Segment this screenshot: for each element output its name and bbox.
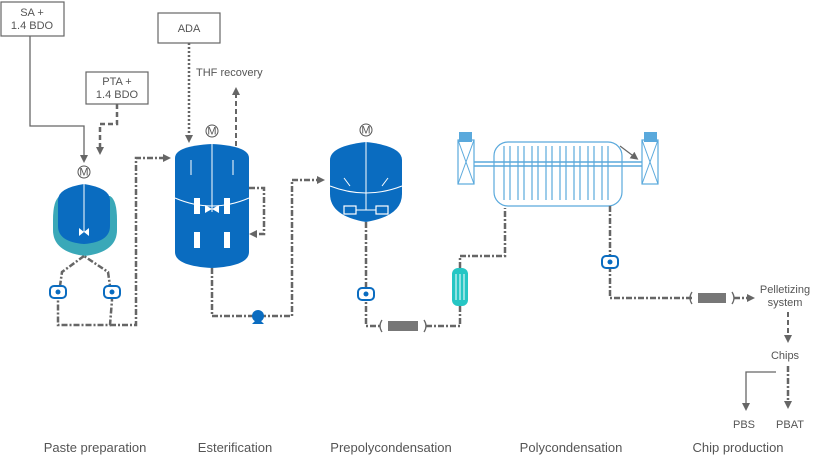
pta-feed-line bbox=[96, 104, 119, 155]
pbs-label: PBS bbox=[733, 419, 755, 431]
poly-valve-icon bbox=[601, 255, 619, 269]
pump-icon bbox=[252, 310, 264, 324]
pelletizing-system-label: system bbox=[768, 297, 803, 309]
sa-feed-line bbox=[29, 36, 88, 163]
heat-exchanger bbox=[452, 268, 468, 306]
stage-esterification: Esterification bbox=[198, 440, 272, 455]
prepoly-valve-icon bbox=[357, 287, 375, 301]
chips-to-pbs-line bbox=[742, 371, 776, 411]
input-ada-label: ADA bbox=[178, 23, 201, 35]
paste-recirculation-line bbox=[56, 254, 114, 327]
stage-polycondensation: Polycondensation bbox=[520, 440, 623, 455]
heatexchanger-to-poly-line bbox=[458, 208, 507, 268]
poly-out-line bbox=[608, 206, 692, 300]
input-sa-bdo-label: 1.4 BDO bbox=[11, 20, 54, 32]
ester-motor-icon bbox=[205, 124, 219, 138]
prepoly-out-line bbox=[364, 222, 382, 328]
paste-to-ester-line bbox=[110, 154, 171, 327]
pelletizing-label: Pelletizing bbox=[760, 284, 810, 296]
thf-recovery-label: THF recovery bbox=[196, 67, 263, 79]
input-pta-bdo-label: 1.4 BDO bbox=[96, 89, 139, 101]
stage-chip-production: Chip production bbox=[692, 440, 783, 455]
paste-valve-right-icon bbox=[103, 285, 121, 299]
pbat-label: PBAT bbox=[776, 419, 804, 431]
input-sa-label: SA + bbox=[20, 7, 44, 19]
stage-paste-preparation: Paste preparation bbox=[44, 440, 147, 455]
ester-motor-label: M bbox=[207, 126, 216, 138]
paste-motor-icon bbox=[77, 165, 91, 179]
ester-recirculation-line bbox=[249, 186, 266, 238]
poly-filter-icon bbox=[689, 291, 735, 305]
paste-vessel: M bbox=[53, 165, 117, 256]
prepoly-motor-label: M bbox=[361, 125, 370, 137]
paste-valve-left-icon bbox=[49, 285, 67, 299]
input-sa-bdo-box: SA + 1.4 BDO bbox=[0, 1, 65, 37]
chips-label: Chips bbox=[771, 350, 800, 362]
input-ada-box: ADA bbox=[157, 12, 221, 44]
prepoly-filter-icon bbox=[379, 319, 427, 333]
poly-reactor bbox=[457, 132, 659, 207]
input-pta-label: PTA + bbox=[102, 76, 131, 88]
filter-to-heatexchanger-line bbox=[426, 306, 462, 328]
input-pta-bdo-box: PTA + 1.4 BDO bbox=[85, 71, 149, 105]
prepoly-reactor: M bbox=[329, 123, 403, 222]
ester-to-prepoly-line bbox=[210, 176, 325, 318]
esterification-reactor: M bbox=[174, 124, 250, 268]
prepoly-motor-icon bbox=[359, 123, 373, 137]
paste-motor-label: M bbox=[79, 167, 88, 179]
stage-prepolycondensation: Prepolycondensation bbox=[330, 440, 451, 455]
